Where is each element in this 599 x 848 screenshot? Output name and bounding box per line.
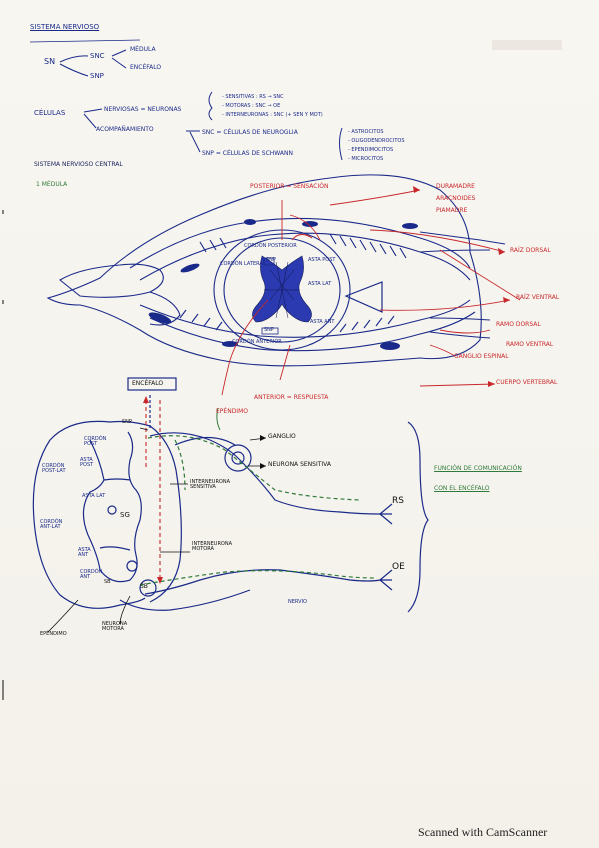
sensitive-neurons: - SENSITIVAS : RS → SNC [222,94,284,100]
medula-label: MÉDULA [130,46,156,53]
snc-label: SNC [90,52,105,60]
posterior-label: POSTERIOR = SENSACIÓN [250,183,329,190]
glia-label: SNC = CÉLULAS DE NEUROGLIA [202,129,298,136]
support-cells-label: ACOMPAÑAMIENTO [96,126,154,133]
motor-neurons: - MOTORAS : SNC → OE [222,103,281,109]
nerve-label: NERVIO [288,599,307,605]
asta-lat-d2: ASTA LAT [82,493,106,499]
cordon-lat-inner: CORDÓN LATERAL [220,261,266,267]
ganglion-label: GANGLIO [268,433,296,440]
glia-type-2: - OLIGODENDROCITOS [348,138,405,144]
dura-label: DURAMADRE [436,183,475,190]
asta-ant-d2: ASTA ANT [78,547,91,558]
asta-lat-inner-label: ASTA LAT [308,281,332,287]
pia-label: PIAMADRE [436,207,468,214]
sn-label: SN [44,57,56,66]
ventral-root-label: RAÍZ VENTRAL [516,294,560,301]
schwann-label: SNP = CÉLULAS DE SCHWANN [202,150,293,157]
asta-post-inner: CORDÓN POSTERIOR [244,243,297,249]
sensory-neuron-label: NEURONA SENSITIVA [268,461,331,468]
glia-type-1: - ASTROCITOS [348,129,384,135]
motor-interneuron-label: INTERNEURONA MOTORA [192,541,233,552]
function-line-1: FUNCIÓN DE COMUNICACIÓN [434,465,522,472]
encefalo-label: ENCÉFALO [130,64,162,71]
vertebral-body-label: CUERPO VERTEBRAL [496,379,558,386]
snp-d2-label: SNP [122,419,132,425]
sensory-interneuron-label: INTERNEURONA SENSITIVA [190,479,231,490]
asta-ant-inner-label: ASTA ANT [310,319,335,325]
cns-heading: SISTEMA NERVIOSO CENTRAL [34,161,123,168]
sb2-label: SB [104,579,111,585]
dorsal-ramus-label: RAMO DORSAL [496,321,541,328]
snp-label: SNP [90,72,104,80]
snp-inner: SNP [266,257,276,263]
page-title: SISTEMA NERVIOSO [30,23,100,31]
anterior-label: ANTERIOR = RESPUESTA [254,394,329,401]
spinal-cord-heading: 1 MÉDULA [36,181,68,188]
glia-type-4: - MICROCITOS [348,156,384,162]
asta-post-inner-label: ASTA POST [308,257,336,263]
ependimo-top-label: EPÉNDIMO [216,408,248,415]
snp-inner-2: SNP [264,327,274,333]
ventral-ramus-label: RAMO VENTRAL [506,341,554,348]
scanner-watermark: Scanned with CamScanner [418,825,548,839]
cordon-ant-d2: CORDÓN ANT [80,569,103,580]
ependimo-bottom-label: EPÉNDIMO [40,631,67,637]
cells-label: CÉLULAS [34,109,66,117]
dorsal-root-label: RAÍZ DORSAL [510,247,551,254]
interneurons: - INTERNEURONAS : SNC (+ SEN Y MOT) [222,112,323,118]
cordon-ant-lat-d2: CORDÓN ANT-LAT [40,519,63,530]
glia-type-3: - EPENDIMOCITOS [348,147,394,153]
encefalo-box-label: ENCÉFALO [132,380,164,387]
asta-post-d2: ASTA POST [80,457,94,468]
neurons-label: NERVIOSAS = NEURONAS [104,106,182,113]
effector-label: OE [392,562,405,572]
receptor-label: RS [392,496,404,506]
sg-label: SG [120,511,130,519]
cordon-ant-inner: CORDÓN ANTERIOR [232,339,282,345]
cordon-post-lat-d2: CORDÓN POST-LAT [42,463,66,474]
arachnoid-label: ARACNOIDES [436,195,476,202]
sb-label: SB [140,583,148,590]
function-line-2: CON EL ENCÉFALO [434,485,490,492]
motor-neuron-label: NEURONA MOTORA [102,621,128,632]
spinal-ganglion-label: GANGLIO ESPINAL [454,353,509,360]
cordon-post-d2: CORDÓN POST [84,436,107,447]
